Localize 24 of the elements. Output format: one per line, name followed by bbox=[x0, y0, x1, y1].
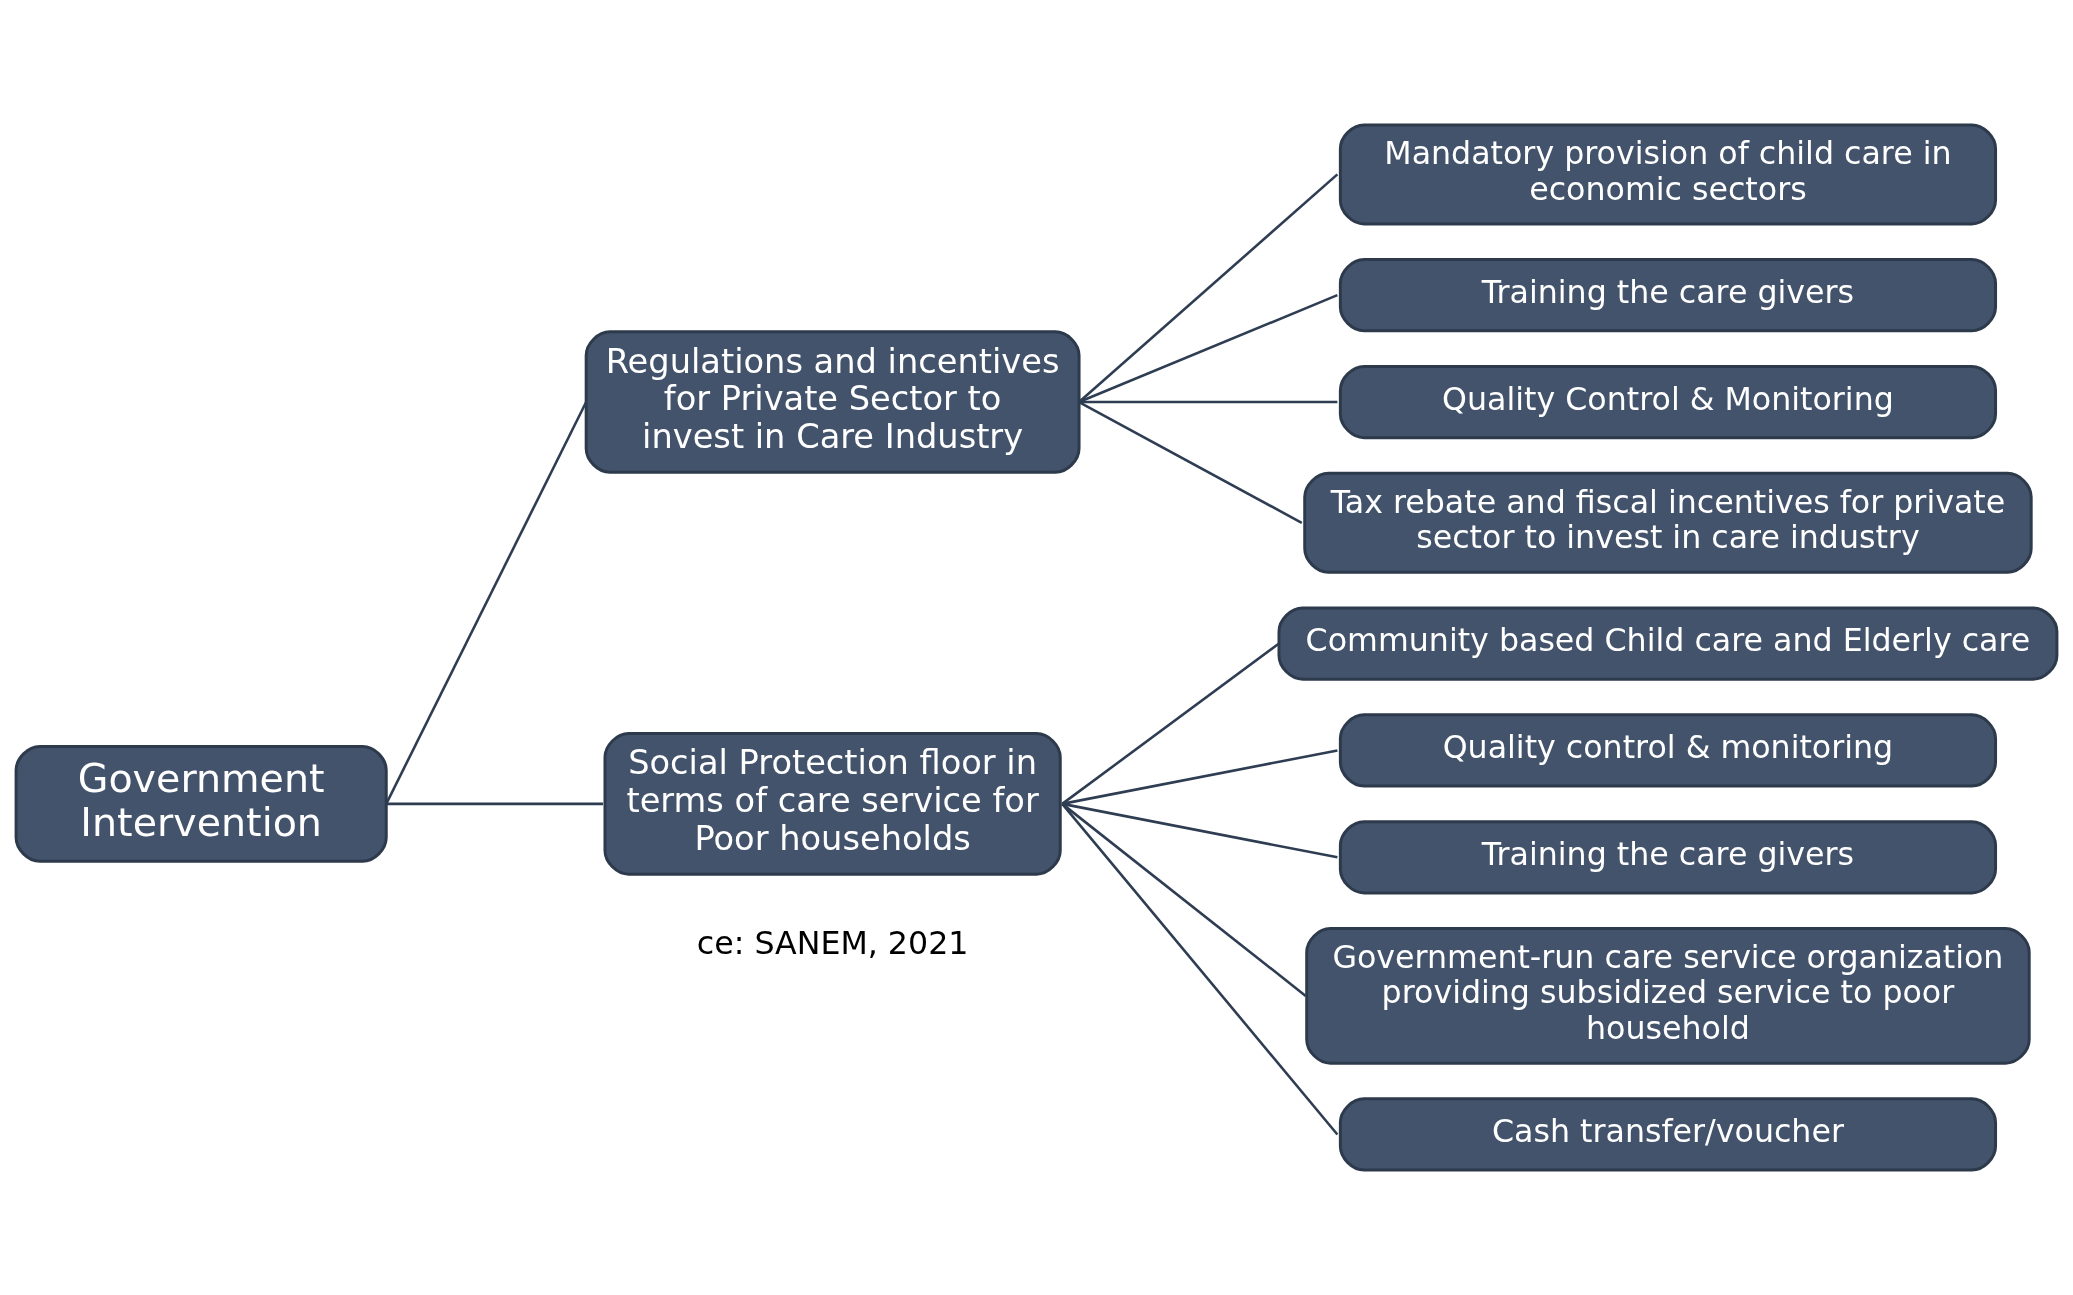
connector bbox=[1078, 173, 1339, 403]
node-box: Social Protection floor in terms of care service for Poor households bbox=[603, 732, 1062, 876]
node-box: Government-run care service organization providing subsidized service to poor household bbox=[1305, 927, 2031, 1065]
connector bbox=[1078, 293, 1338, 404]
connector bbox=[385, 401, 588, 805]
node-box: Quality control & monitoring bbox=[1338, 713, 1998, 788]
connector bbox=[1079, 400, 1338, 404]
node-box: Mandatory provision of child care in economic sectors bbox=[1338, 123, 1998, 226]
connector bbox=[386, 802, 603, 806]
connector bbox=[1062, 802, 1338, 859]
node-box: Government Intervention bbox=[14, 745, 388, 863]
node-box: Training the care givers bbox=[1338, 820, 1998, 895]
node-box: Cash transfer/voucher bbox=[1338, 1097, 1998, 1172]
node-box: Regulations and incentives for Private Sector to invest in Care Industry bbox=[584, 330, 1081, 474]
node-box: Quality Control & Monitoring bbox=[1338, 364, 1998, 440]
node-box: Training the care givers bbox=[1338, 258, 1998, 333]
connector bbox=[1061, 802, 1307, 997]
node-box: Community based Child care and Elderly care bbox=[1277, 606, 2059, 681]
connector bbox=[1061, 642, 1280, 805]
label: ce: SANEM, 2021 bbox=[696, 924, 969, 961]
node-box: Tax rebate and fiscal incentives for private sector to invest in care industry bbox=[1303, 471, 2033, 574]
connector bbox=[1078, 400, 1303, 524]
connector bbox=[1062, 749, 1338, 806]
connector bbox=[1061, 803, 1339, 1136]
